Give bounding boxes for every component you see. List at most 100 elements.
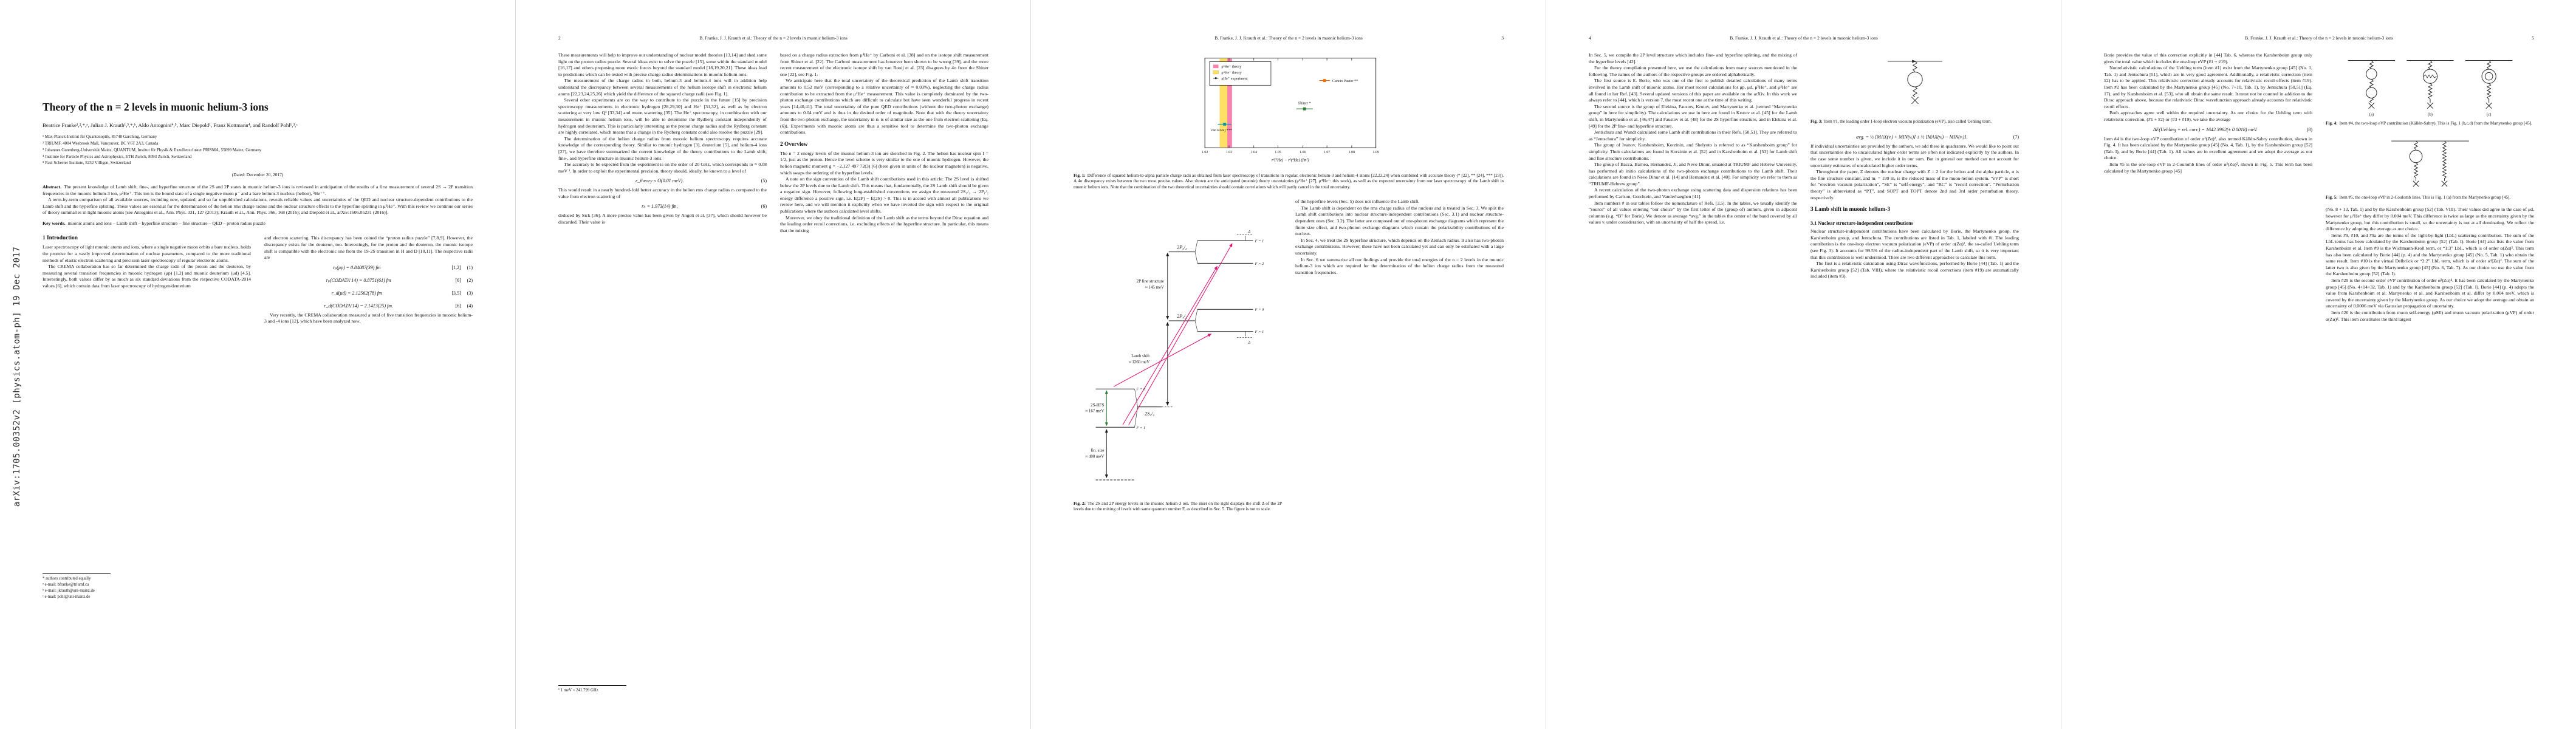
section-heading-introduction: 1 Introduction [43,235,78,242]
fig1-axis-ticks [1204,58,1377,148]
footnote-rule [558,685,626,686]
lamb-shift-value: ≈ 1260 meV [1128,360,1149,364]
delta-label: Δ [1247,341,1250,345]
paragraph: Moreover, we obey the traditional defini… [780,214,988,233]
fig1-caption-label: Fig. 1: [1074,173,1086,179]
fig2-energy-levels [1095,234,1253,481]
equation-body: rₕ = 1.973(14) fm, [642,204,678,210]
legend-label: μHe⁺ experiment [1221,77,1248,81]
feynman-diagram-uehling [1887,60,1942,104]
running-header: B. Franke, J. J. Krauth et al.: Theory o… [1074,35,1504,41]
hfs-value: ≈ 167 meV [1085,409,1104,414]
paper-title: Theory of the n = 2 levels in muonic hel… [43,101,269,113]
fine-structure-value: ≈ 145 meV [1145,286,1163,290]
footnote: ᵇ e-mail: jkrauth@uni-mainz.de [43,588,95,593]
page-number: 3 [1501,35,1504,41]
section-heading-lamb-shift: 3 Lamb shift in muonic helium-3 [1810,207,1891,213]
paragraph: Nonrelativistic calculations of the Uehl… [2104,65,2312,109]
page-1-content: Theory of the n = 2 levels in muonic hel… [43,101,473,600]
equation-number: (1) [467,264,473,270]
figure-3: Fig. 3:Item #1, the leading order 1-loop… [1810,52,2019,125]
affiliation-item: ² TRIUMF, 4004 Wesbrook Mall, Vancouver,… [43,140,159,146]
paragraph: Jentschura and Wundt calculated some Lam… [1589,129,1797,142]
page3-column-right: of the hyperfine levels (Sec. 5) does no… [1295,199,1504,518]
equation-3: r_d(μd) = 2.12562(78) fm [3,5] (3) [264,290,473,296]
paragraph: Item numbers # in our tables follow the … [1589,200,1797,225]
footnote: ᵃ e-mail: bfranke@triumf.ca [43,582,89,587]
paragraph: For the theory compilation presented her… [1589,65,1797,77]
page-number: 5 [2532,35,2534,41]
paragraph: The Lamb shift is dependent on the rms c… [1295,205,1504,237]
abstract-text-2: A term-by-term comparison of all availab… [43,197,473,215]
svg-text:(a): (a) [2369,112,2374,117]
f-label: F = 1 [1254,330,1264,334]
equation-7: avg. = ½ [MAX(vᵢ) + MIN(vᵢ)] ± ½ [MAX(vᵢ… [1810,134,2019,140]
paragraph: Nuclear structure-independent contributi… [1810,228,2019,260]
equation-number: (5) [761,178,767,184]
delta-label: Δ [1247,230,1250,234]
paragraph: The group of Ivanov, Karshenboim, Korzin… [1589,142,1797,161]
fig1-data-points: van Rooij *** Shiner * Cancio Pastor ** [1211,79,1358,132]
fig4-caption: Fig. 4:Item #4, the two-loop eVP contrib… [2326,121,2534,126]
f-label: F = 2 [1254,262,1264,266]
keywords-line: Key words.muonic atoms and ions – Lamb s… [43,221,473,226]
hfs-label: 2S-HFS [1091,403,1104,408]
page1-column-right: and electron scattering. This discrepanc… [264,235,473,600]
paragraph: Throughout the paper, Z denotes the nucl… [1810,169,2019,200]
legend-swatch-mu3he [1213,64,1219,69]
paragraph: Item #4 is the two-loop eVP contribution… [2104,135,2312,161]
equation-8: ΔE(Uehling + rel. corr.) = 1642.3962(± 0… [2104,127,2312,132]
page-2: 2 B. Franke, J. J. Krauth et al.: Theory… [515,0,1030,729]
equation-refs: [3,5] [451,290,461,296]
legend-label: μ⁴He⁺ theory [1221,70,1242,75]
svg-text:1.09: 1.09 [1372,151,1379,154]
band-mu3he-theory [1227,58,1232,148]
figure-4: (a) (b) (c) Fig. 4:Item #4, the two-loop… [2326,52,2534,127]
fig2-level-diagram: 2P₃/₂ 2P₁/₂ 2S₁/₂ F = 1 F = 2 F = 0 F = … [1085,230,1264,481]
fig2-caption: Fig. 2:The 2S and 2P energy levels in th… [1074,501,1282,513]
level-label-2s12: 2S₁/₂ [1145,411,1154,417]
page-4: 4 B. Franke, J. J. Krauth et al.: Theory… [1546,0,2061,729]
fig2-structure-arrows [1105,252,1169,479]
svg-text:1.03: 1.03 [1226,151,1233,154]
page4-column-right: Fig. 3:Item #1, the leading order 1-loop… [1810,52,2019,694]
page2-column-right: based on a charge radius extraction from… [780,52,988,694]
f-label: F = 1 [1136,426,1145,430]
equation-2: rₚ(CODATA’14) = 0.8751(61) fm [6] (2) [264,278,473,283]
level-label-2p32: 2P₃/₂ [1177,245,1187,250]
page-5: B. Franke, J. J. Krauth et al.: Theory o… [2061,0,2576,729]
svg-text:(b): (b) [2428,112,2433,117]
paragraph: The first is a relativistic calculation … [1810,261,2019,279]
paragraph: Item #29 is the second order eVP contrib… [2326,278,2534,309]
paragraph: and electron scattering. This discrepanc… [264,235,473,261]
svg-text:1.04: 1.04 [1250,151,1257,154]
paragraph: The CREMA collaboration has so far deter… [43,264,251,289]
paragraph: The second source is the group of Elekin… [1589,103,1797,129]
figure-5: Fig. 5:Item #5, the one-loop eVP in 2-Co… [2326,133,2534,201]
paragraph: This would result in a nearly hundred-fo… [558,187,767,199]
equation-4: r_d(CODATA’14) = 2.1413(25) fm. [6] (4) [264,303,473,309]
footnote: ¹ 1 meV = 241.799 GHz [558,688,598,693]
legend-swatch-mu4he [1213,70,1219,75]
fig2-caption-text: The 2S and 2P energy levels in the muoni… [1074,501,1283,512]
fig1-caption-text: Difference of squared helium-to-alpha pa… [1074,173,1504,190]
paragraph: of the hyperfine levels (Sec. 5) does no… [1295,199,1420,205]
page2-column-left: These measurements will help to improve … [558,52,767,694]
page-number: 2 [558,35,561,41]
paragraph: based on a charge radius extraction from… [780,52,988,77]
equation-number: (6) [761,204,767,210]
fig4-caption-text: Item #4, the two-loop eVP contribution (… [2339,121,2532,126]
paragraph: Several other experiments are on the way… [558,97,767,135]
paragraph: If individual uncertainties are provided… [1810,143,2019,168]
svg-text:(c): (c) [2486,112,2490,117]
fig2-transition-arrows [1113,243,1233,425]
footnote: * authors contributed equally [43,577,91,581]
equation-body: rₚ(CODATA’14) = 0.8751(61) fm [326,277,391,283]
paragraph: Both approaches agree well within the re… [2104,110,2312,122]
equation-refs: [1,2] [451,264,461,270]
svg-text:1.07: 1.07 [1324,151,1331,154]
fig5-caption-label: Fig. 5: [2326,195,2338,200]
running-header-title: B. Franke, J. J. Krauth et al.: Theory o… [699,35,848,41]
